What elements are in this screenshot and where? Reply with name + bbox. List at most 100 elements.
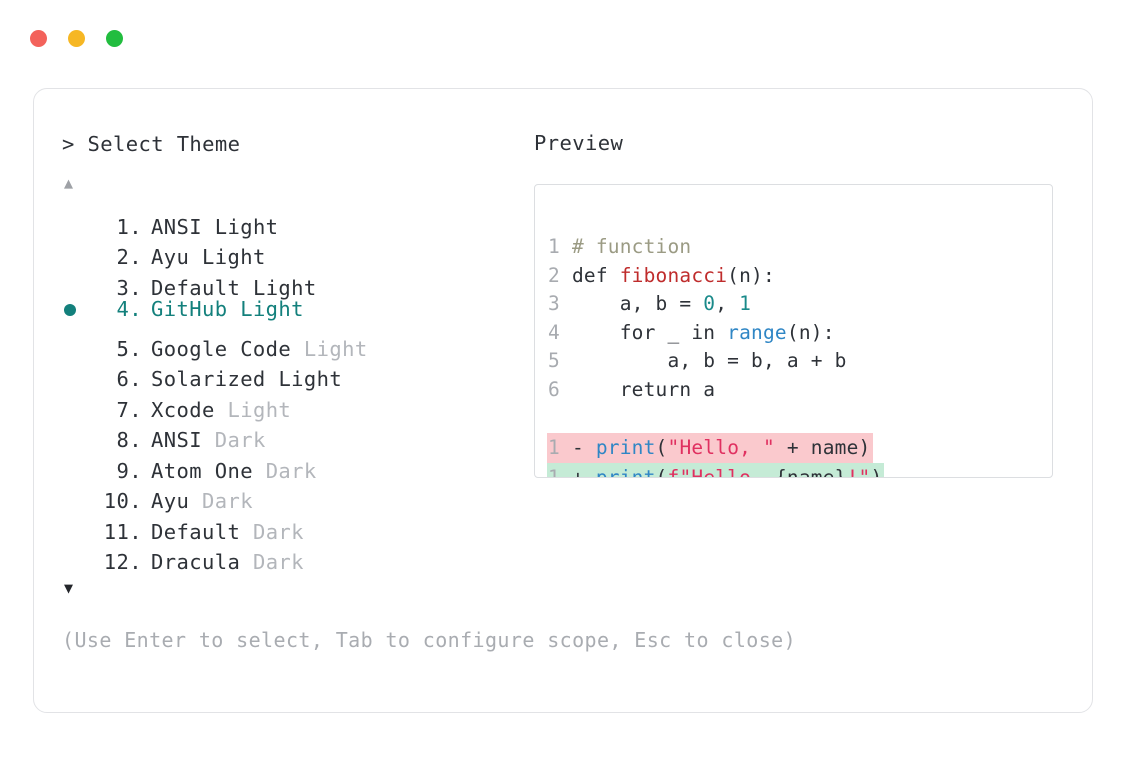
theme-item-name: Ayu	[151, 245, 190, 269]
theme-list-item[interactable]: 12.Dracula Dark	[62, 539, 532, 574]
theme-list-item[interactable]: 10.Ayu Dark	[62, 478, 532, 513]
theme-item-variant: Dark	[214, 428, 266, 452]
code-token-default: (n):	[786, 320, 835, 344]
theme-item-variant: Light	[240, 296, 304, 321]
code-token-default: a, b =	[560, 292, 704, 315]
code-line: 1 # function	[547, 233, 884, 262]
code-token-default	[560, 235, 572, 258]
spacer	[189, 489, 202, 513]
code-token-func: fibonacci	[619, 263, 728, 287]
scroll-up-icon[interactable]: ▲	[64, 174, 74, 192]
bullet-placeholder	[62, 356, 97, 387]
code-token-builtin: print	[595, 435, 656, 459]
prompt-caret-icon: >	[62, 132, 75, 156]
theme-item-name: Default	[151, 519, 241, 544]
theme-item-name: Google Code	[151, 336, 292, 361]
selected-bullet-icon	[62, 295, 97, 326]
theme-item-variant: Light	[214, 214, 279, 239]
bullet-placeholder	[62, 386, 97, 417]
code-token-default: (	[655, 435, 668, 459]
diff-sign: -	[560, 435, 584, 459]
code-token-comment: # function	[571, 235, 692, 258]
code-token-num: 1	[739, 292, 752, 315]
theme-list-item[interactable]: 7.Xcode Light	[62, 386, 532, 422]
bullet-placeholder	[62, 417, 97, 448]
theme-item-number: 4.	[116, 296, 142, 321]
theme-list-item[interactable]: 6.Solarized Light	[62, 356, 532, 391]
code-token-default: {name}	[774, 466, 847, 478]
theme-item-name: GitHub	[151, 296, 228, 321]
theme-item-name: ANSI	[151, 428, 202, 452]
theme-item-number: 3.	[116, 275, 142, 300]
theme-list-item[interactable]: 5.Google Code Light	[62, 325, 532, 361]
line-number: 1	[548, 466, 560, 478]
theme-list-item[interactable]: 4. GitHub Light	[62, 295, 532, 326]
theme-list-item[interactable]: 8. ANSI Dark	[62, 417, 532, 452]
diff-line-del: 1 - print("Hello, " + name)	[547, 432, 884, 463]
theme-item-number: 8.	[116, 428, 142, 452]
theme-item-number: 5.	[116, 336, 142, 361]
code-line: 6 return a	[547, 376, 884, 405]
code-token-default: )	[870, 466, 883, 478]
theme-item-number: 10.	[103, 489, 142, 513]
theme-item-variant: Light	[201, 245, 266, 269]
line-number: 5	[548, 349, 560, 372]
theme-list-item[interactable]: 9. Atom One Dark	[62, 447, 532, 483]
code-token-default: a, b = b, a + b	[560, 349, 847, 372]
code-token-string: "Hello, "	[667, 435, 775, 459]
theme-item-name: Dracula	[151, 550, 241, 574]
line-number: 4	[548, 320, 560, 344]
code-line: 3 a, b = 0, 1	[547, 290, 884, 319]
spacer	[266, 367, 279, 391]
window-controls	[30, 30, 123, 47]
keyboard-hint: (Use Enter to select, Tab to configure s…	[62, 628, 797, 652]
code-line: 5 a, b = b, a + b	[547, 347, 884, 376]
bullet-placeholder	[62, 539, 97, 570]
diff-line-content: 1 + print(f"Hello, {name}!")	[547, 463, 885, 478]
close-button[interactable]	[30, 30, 47, 47]
theme-item-name: Atom One	[151, 458, 253, 483]
bullet-placeholder	[62, 325, 97, 356]
theme-item-number: 7.	[116, 397, 142, 422]
code-token-default: ,	[715, 292, 740, 315]
bullet-placeholder	[62, 264, 97, 295]
scroll-down-icon[interactable]: ▼	[64, 579, 74, 597]
theme-item-name: Solarized	[151, 367, 266, 391]
preview-label: Preview	[534, 131, 624, 155]
bullet-placeholder	[62, 508, 97, 539]
code-token-default: + name)	[774, 435, 871, 459]
bullet-placeholder	[62, 203, 97, 234]
spacer	[189, 245, 202, 269]
minimize-button[interactable]	[68, 30, 85, 47]
maximize-button[interactable]	[106, 30, 123, 47]
diff-line-content: 1 - print("Hello, " + name)	[547, 432, 873, 463]
spacer	[202, 215, 215, 239]
code-token-builtin: print	[595, 466, 656, 478]
theme-item-name: Xcode	[151, 397, 215, 422]
code-token-default: (n):	[727, 263, 775, 287]
code-token-default: for _ in	[560, 320, 728, 344]
theme-list-item[interactable]: 3.Default Light	[62, 264, 532, 300]
bullet-placeholder	[62, 447, 97, 478]
line-number: 2	[548, 263, 560, 287]
theme-item-variant: Dark	[265, 458, 317, 483]
code-token-default	[584, 466, 596, 477]
theme-item-number: 1.	[116, 214, 142, 239]
code-token-default: (	[655, 466, 668, 478]
code-line: 2 def fibonacci(n):	[547, 262, 884, 291]
theme-list-item[interactable]: 2.Ayu Light	[62, 234, 532, 269]
theme-list-item[interactable]: 1.ANSI Light	[62, 203, 532, 239]
line-number: 1	[548, 435, 560, 459]
theme-item-number: 9.	[116, 458, 142, 483]
theme-list-item[interactable]: 11.Default Dark	[62, 508, 532, 544]
theme-item-number: 6.	[116, 367, 142, 391]
theme-item-name: Ayu	[151, 489, 190, 513]
line-number: 1	[548, 235, 560, 258]
code-token-default	[584, 436, 596, 459]
